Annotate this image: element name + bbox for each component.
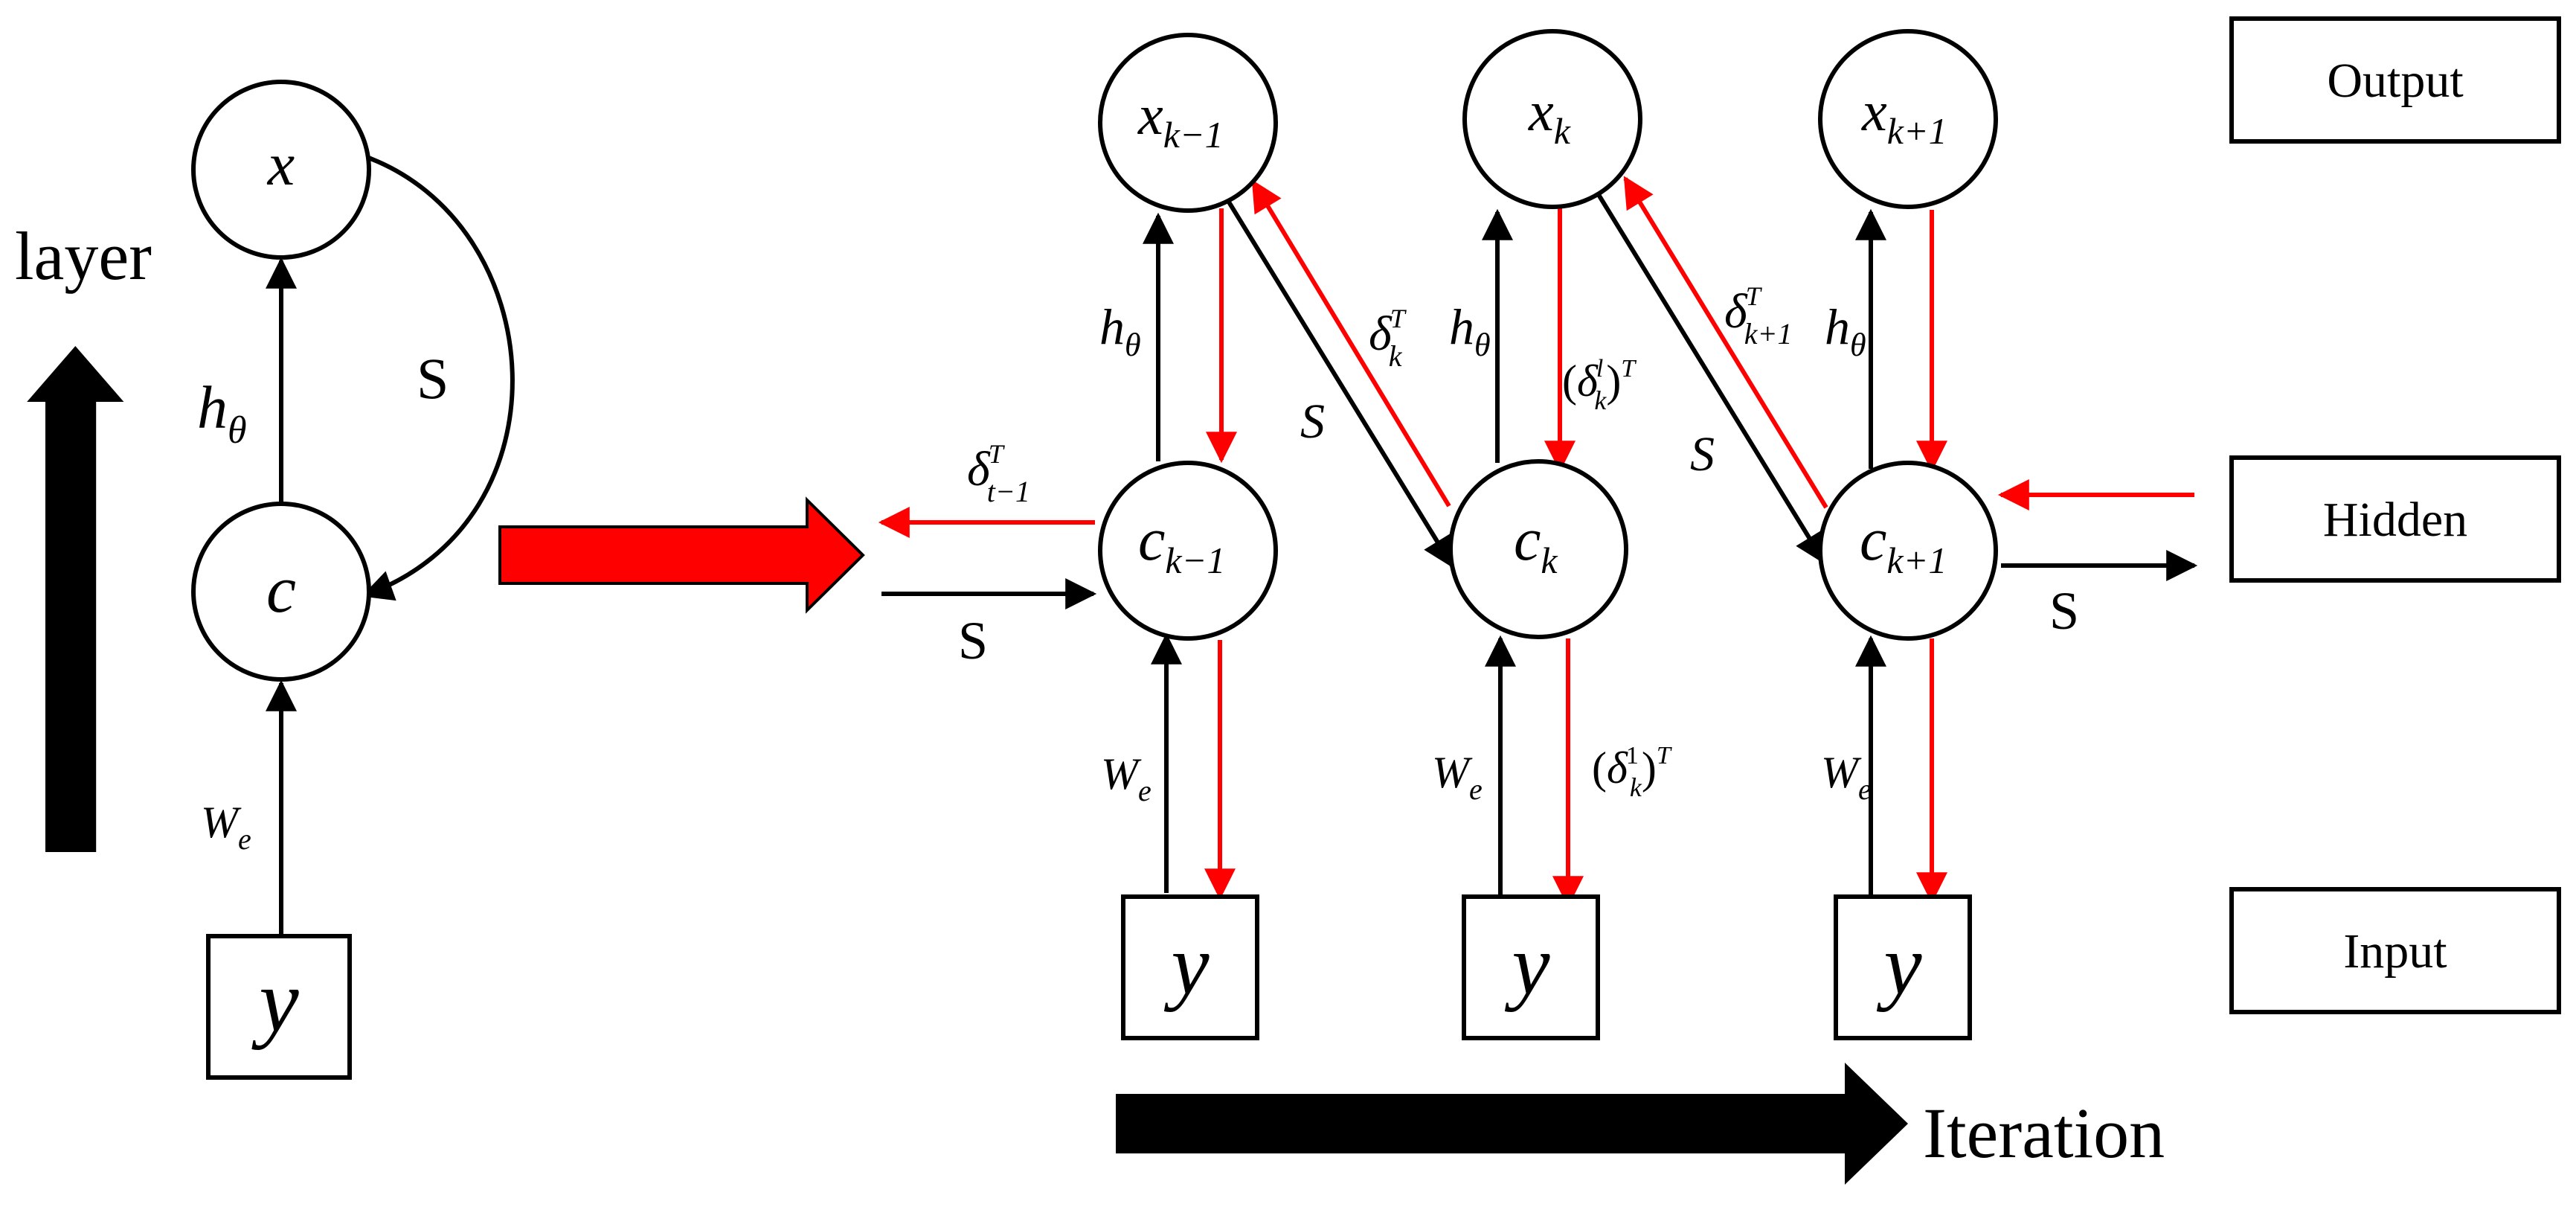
legend-output-label: Output (2327, 54, 2463, 108)
node-x-k-label: xk (1528, 80, 1571, 152)
edge-xkm1-to-ck-s (1224, 196, 1454, 569)
legend-input-box (2229, 887, 2561, 1014)
unfold-red-arrow (498, 496, 865, 614)
we-km1-label: We (1101, 749, 1152, 807)
s-out-right-label: S (2049, 581, 2079, 641)
s-k-label: S (1690, 427, 1715, 481)
folded-node-y (206, 934, 352, 1080)
node-c-k (1448, 459, 1628, 639)
legend-hidden-label: Hidden (2323, 493, 2467, 547)
node-y-kp1 (1834, 894, 1972, 1040)
iteration-arrow (1116, 1063, 1908, 1185)
node-c-km1-label: ck−1 (1138, 505, 1225, 581)
node-y-km1-label: y (1163, 918, 1210, 1012)
legend-hidden-box (2229, 455, 2561, 583)
edge-xk-to-ckp1-s (1596, 192, 1826, 565)
folded-network: layer x c y hθ S We (15, 80, 515, 1080)
folded-node-x-label: x (267, 130, 295, 198)
edge-ckp1-to-xk-red (1623, 176, 1828, 509)
edge-ck-to-xkm1-red (1251, 179, 1451, 508)
node-x-km1 (1098, 33, 1278, 213)
node-x-kp1-label: xk+1 (1861, 80, 1947, 152)
layer-up-arrow (27, 346, 124, 852)
h-theta-km1-label: hθ (1099, 298, 1141, 363)
folded-h-theta-label: hθ (197, 374, 247, 452)
node-x-k (1462, 29, 1642, 209)
folded-we-label: We (201, 798, 251, 856)
folded-node-c (191, 502, 371, 682)
node-c-kp1-label: ck+1 (1860, 505, 1947, 581)
layer-legend: Output Hidden Input (2229, 16, 2561, 1014)
iteration-label: Iteration (1923, 1093, 2165, 1173)
s-in-left-label: S (958, 611, 988, 670)
node-y-km1 (1121, 894, 1259, 1040)
folded-node-c-label: c (266, 553, 296, 627)
node-c-km1 (1098, 461, 1278, 641)
folded-edge-x-to-c-recurrent (362, 154, 515, 601)
we-k-label: We (1432, 748, 1483, 806)
folded-node-y-label: y (251, 951, 299, 1050)
folded-s-label: S (417, 346, 449, 411)
node-c-kp1 (1818, 461, 1998, 641)
h-theta-k-label: hθ (1449, 298, 1491, 363)
folded-node-x (191, 80, 371, 260)
legend-output-box (2229, 16, 2561, 144)
node-x-km1-label: xk−1 (1137, 84, 1224, 156)
node-y-k (1462, 894, 1600, 1040)
s-km1-label: S (1300, 394, 1325, 449)
node-y-k-label: y (1504, 918, 1550, 1012)
node-y-kp1-label: y (1876, 918, 1922, 1012)
we-kp1-label: We (1821, 748, 1872, 806)
layer-label: layer (15, 218, 152, 294)
h-theta-kp1-label: hθ (1825, 298, 1866, 363)
node-c-k-label: ck (1514, 505, 1558, 581)
legend-input-label: Input (2343, 924, 2447, 979)
node-x-kp1 (1818, 29, 1998, 209)
